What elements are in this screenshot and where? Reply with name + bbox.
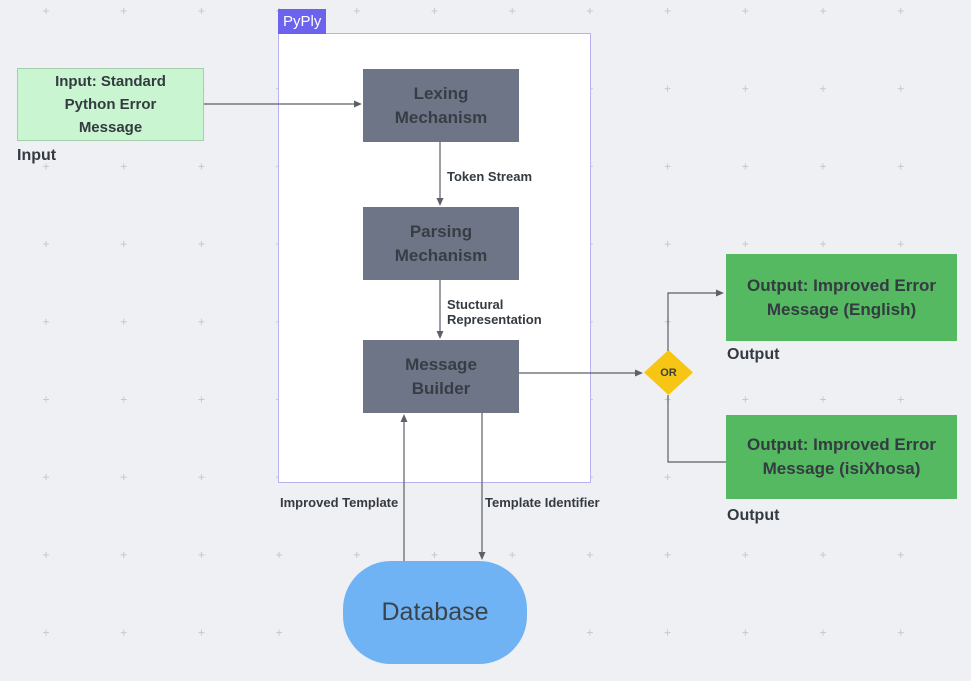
or-decision-node[interactable]: OR [644, 350, 693, 395]
output-isixhosa-text: Output: Improved Error Message (isiXhosa… [747, 435, 936, 478]
input-node-text: Input: Standard Python Error Message [55, 73, 166, 136]
output-english-node[interactable]: Output: Improved Error Message (English) [726, 254, 957, 341]
input-node[interactable]: Input: Standard Python Error Message [17, 68, 204, 141]
token-stream-label[interactable]: Token Stream [447, 169, 533, 184]
message-builder-text: Message Builder [405, 354, 477, 398]
improved-template-label[interactable]: Improved Template [280, 495, 399, 510]
edge-or-to-isixhosa-output[interactable] [667, 395, 726, 463]
output-english-text: Output: Improved Error Message (English) [747, 275, 936, 319]
parsing-mechanism-text: Parsing Mechanism [394, 221, 488, 265]
output-isixhosa-caption: Output [727, 507, 780, 524]
output-english-caption: Output [727, 346, 780, 363]
template-identifier-label[interactable]: Template Identifier [485, 495, 600, 510]
edge-or-to-english-output[interactable] [667, 289, 724, 352]
or-decision-text: OR [660, 366, 677, 379]
message-builder-node[interactable]: Message Builder [363, 340, 519, 413]
database-node[interactable]: Database [343, 561, 527, 664]
lexing-mechanism-text: Lexing Mechanism [394, 83, 488, 127]
database-text: Database [381, 598, 489, 626]
structural-representation-label[interactable]: Stuctural Representation [447, 297, 542, 327]
lexing-mechanism-node[interactable]: Lexing Mechanism [363, 69, 519, 142]
input-caption: Input [17, 147, 57, 164]
parsing-mechanism-node[interactable]: Parsing Mechanism [363, 207, 519, 280]
pyply-container-label[interactable]: PyPly [278, 9, 327, 34]
output-isixhosa-node[interactable]: Output: Improved Error Message (isiXhosa… [726, 415, 957, 499]
